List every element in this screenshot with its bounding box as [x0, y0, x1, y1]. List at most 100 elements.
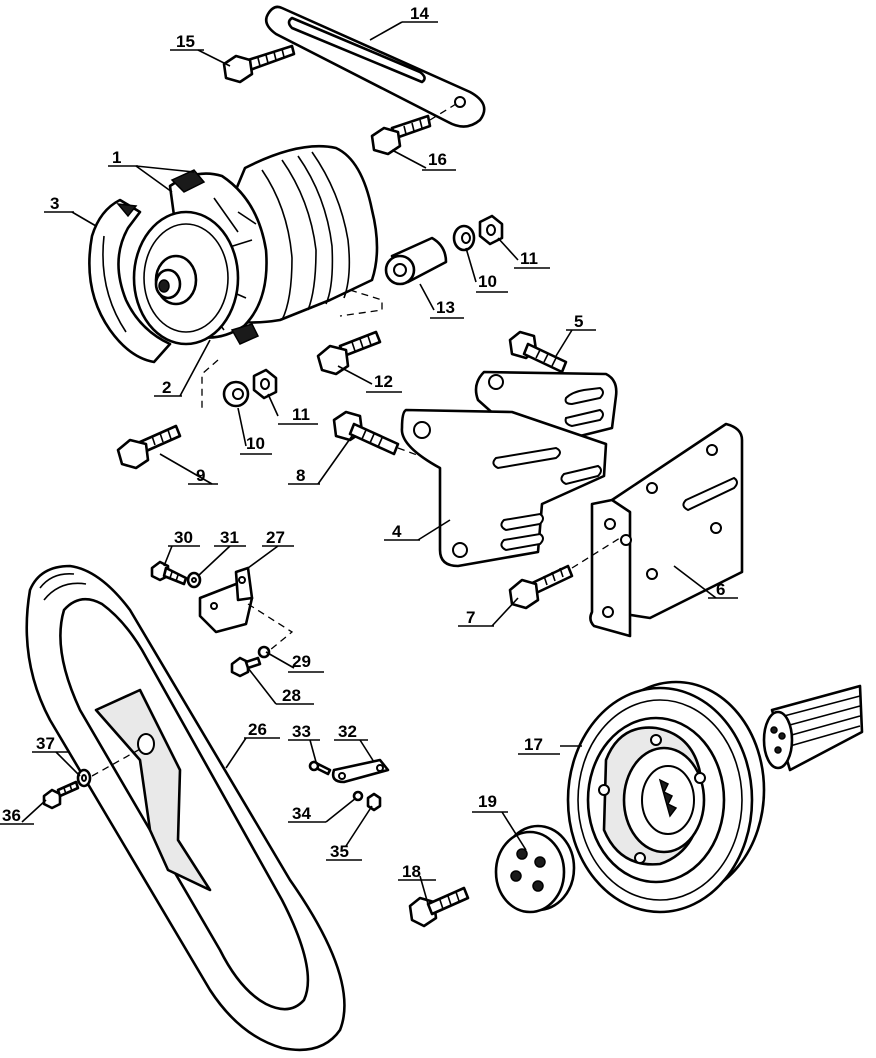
svg-text:11: 11	[520, 249, 538, 268]
callout-16: 16	[422, 150, 456, 171]
svg-text:12: 12	[374, 372, 393, 391]
callout-26: 26	[244, 720, 280, 739]
crankshaft-splined-hub	[762, 684, 864, 772]
washer-31	[186, 571, 202, 589]
callout-4: 4	[384, 522, 420, 541]
drive-belt	[25, 564, 346, 1052]
spacer-sleeve	[384, 236, 448, 286]
small-bracket-32	[331, 758, 390, 784]
callout-10-upper: 10	[476, 272, 508, 293]
pulley-hub-plate	[494, 824, 576, 914]
plate-bolt-7	[508, 537, 621, 610]
callout-9: 9	[188, 466, 218, 485]
callout-19: 19	[472, 792, 508, 813]
washer-37	[76, 768, 92, 788]
nut-35	[366, 792, 382, 812]
callout-31: 31	[214, 528, 246, 547]
washer-upper	[452, 224, 476, 252]
alternator-mounting-bracket	[400, 370, 618, 568]
callout-37: 37	[32, 734, 68, 753]
svg-text:8: 8	[296, 466, 305, 485]
svg-text:6: 6	[716, 580, 725, 599]
callout-1: 1	[108, 148, 138, 167]
callout-leaders	[21, 21, 717, 905]
callout-15: 15	[170, 32, 204, 51]
svg-text:10: 10	[246, 434, 265, 453]
svg-text:30: 30	[174, 528, 193, 547]
callout-34: 34	[288, 804, 326, 823]
svg-text:19: 19	[478, 792, 497, 811]
callout-6: 6	[708, 580, 738, 599]
small-bolt-28	[230, 656, 262, 678]
small-bolt-33	[308, 760, 332, 776]
svg-text:2: 2	[162, 378, 171, 397]
strap-bolt-top	[222, 44, 296, 84]
svg-text:17: 17	[524, 735, 543, 754]
bracket-bolt-8	[332, 410, 437, 463]
svg-text:31: 31	[220, 528, 239, 547]
svg-text:37: 37	[36, 734, 55, 753]
svg-text:4: 4	[392, 522, 402, 541]
callout-10-lower: 10	[240, 434, 272, 455]
callout-12: 12	[366, 372, 402, 393]
svg-text:1: 1	[112, 148, 121, 167]
small-bracket-27	[198, 566, 294, 651]
callout-30: 30	[168, 528, 200, 547]
nut-upper	[478, 214, 504, 246]
callout-27: 27	[262, 528, 294, 547]
bolt-36	[42, 780, 80, 810]
svg-text:16: 16	[428, 150, 447, 169]
callout-11-lower: 11	[278, 405, 318, 425]
svg-text:14: 14	[410, 4, 429, 23]
svg-text:27: 27	[266, 528, 285, 547]
svg-text:28: 28	[282, 686, 301, 705]
svg-text:11: 11	[292, 405, 310, 424]
adjusting-strap	[264, 5, 486, 128]
small-bolt-30	[150, 560, 188, 586]
callout-labels: 1 2 3 4 5 6 7 8 9 10 10 11 11 12 13 14 1…	[0, 4, 738, 881]
svg-text:5: 5	[574, 312, 583, 331]
callout-14: 14	[402, 4, 438, 23]
callout-18: 18	[398, 862, 436, 881]
svg-text:3: 3	[50, 194, 59, 213]
callout-28: 28	[276, 686, 314, 705]
svg-text:32: 32	[338, 722, 357, 741]
svg-text:34: 34	[292, 804, 311, 823]
crankshaft-pulley	[566, 680, 766, 914]
alternator	[132, 144, 379, 346]
svg-text:26: 26	[248, 720, 267, 739]
fan-belt	[88, 198, 172, 364]
svg-text:7: 7	[466, 608, 475, 627]
callout-8: 8	[288, 466, 320, 485]
callout-36: 36	[0, 806, 34, 825]
svg-text:13: 13	[436, 298, 455, 317]
callout-3: 3	[44, 194, 74, 213]
callout-11-upper: 11	[514, 249, 550, 269]
svg-text:33: 33	[292, 722, 311, 741]
alternator-bolt-9	[116, 424, 182, 470]
svg-text:35: 35	[330, 842, 349, 861]
callout-35: 35	[326, 842, 362, 861]
svg-text:10: 10	[478, 272, 497, 291]
pulley-bolt-18	[408, 886, 470, 928]
callout-32: 32	[334, 722, 368, 741]
callout-17: 17	[518, 735, 560, 755]
callout-13: 13	[430, 298, 464, 319]
svg-text:29: 29	[292, 652, 311, 671]
svg-text:36: 36	[2, 806, 21, 825]
svg-text:15: 15	[176, 32, 195, 51]
strap-bolt-lower	[370, 103, 457, 156]
svg-text:9: 9	[196, 466, 205, 485]
nut-lower	[252, 368, 278, 400]
washer-29	[257, 645, 271, 659]
alternator-pivot-bolt-12	[316, 330, 382, 376]
callout-29: 29	[288, 652, 324, 673]
callout-2: 2	[154, 378, 182, 397]
callout-33: 33	[288, 722, 320, 741]
callout-5: 5	[566, 312, 596, 331]
svg-text:18: 18	[402, 862, 421, 881]
engine-mounting-plate	[589, 422, 744, 638]
washer-lower	[222, 380, 250, 408]
callout-7: 7	[458, 608, 494, 627]
